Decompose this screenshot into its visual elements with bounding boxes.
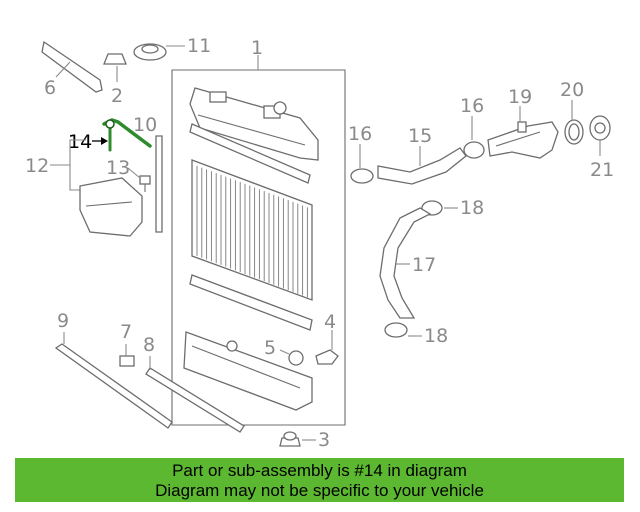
callout-14: 14 <box>68 131 92 153</box>
callout-4: 4 <box>324 311 336 333</box>
radiator-core-fins <box>196 165 308 298</box>
part-4-bracket <box>315 349 339 365</box>
part-13-bolt <box>139 175 151 192</box>
part-10-seal-strip <box>155 135 163 233</box>
callout-9: 9 <box>57 310 69 332</box>
callout-18-lower: 18 <box>424 325 448 347</box>
callout-8: 8 <box>143 334 155 356</box>
callout-15: 15 <box>408 125 432 147</box>
callout-21: 21 <box>590 159 614 181</box>
callout-13: 13 <box>106 157 130 179</box>
info-banner: Part or sub-assembly is #14 in diagram D… <box>15 458 624 502</box>
part-6-support <box>41 40 103 93</box>
parts-diagram: 6 2 11 1 10 14 12 13 9 7 8 5 <box>25 35 614 451</box>
part-14-reserve-tank-hose <box>102 118 152 152</box>
callout-2: 2 <box>111 85 123 107</box>
part-17-radiator-outlet-hose <box>379 207 432 319</box>
lower-seal-gasket <box>189 274 313 331</box>
part-19-water-outlet <box>487 121 559 159</box>
callout-18-upper: 18 <box>460 197 484 219</box>
part-21-thermostat <box>589 115 611 141</box>
callout-16-right: 16 <box>460 95 484 117</box>
part-7-clip <box>119 355 135 367</box>
banner-line-1: Part or sub-assembly is #14 in diagram <box>172 461 467 480</box>
callout-7: 7 <box>120 321 132 343</box>
callout-12: 12 <box>25 155 49 177</box>
part-2-bushing <box>103 53 127 65</box>
part-18-clamp-lower <box>384 322 408 338</box>
callout-5: 5 <box>264 337 276 359</box>
callout-10: 10 <box>133 114 157 136</box>
part-15-radiator-inlet-hose <box>377 147 467 185</box>
callout-11: 11 <box>187 35 211 57</box>
callout-16-left: 16 <box>348 123 372 145</box>
banner-line-2: Diagram may not be specific to your vehi… <box>155 481 484 500</box>
part-9-lower-panel <box>54 343 173 429</box>
callout-1: 1 <box>251 37 263 59</box>
radiator-assembly-frame <box>171 69 346 426</box>
radiator-core <box>191 159 313 301</box>
callout-19: 19 <box>508 86 532 108</box>
callout-3: 3 <box>318 429 330 451</box>
part-8-seal-strip <box>145 367 245 433</box>
part-16-clamp-right <box>463 141 485 159</box>
radiator-upper-tank <box>189 87 319 161</box>
radiator-lower-tank <box>183 331 313 411</box>
reserve-tank <box>79 177 143 237</box>
part-5-cushion <box>288 350 304 366</box>
part-16-clamp-left <box>350 168 374 184</box>
callout-17: 17 <box>412 254 436 276</box>
callout-6: 6 <box>44 77 56 99</box>
upper-seal-gasket <box>189 123 311 184</box>
callout-20: 20 <box>560 79 584 101</box>
